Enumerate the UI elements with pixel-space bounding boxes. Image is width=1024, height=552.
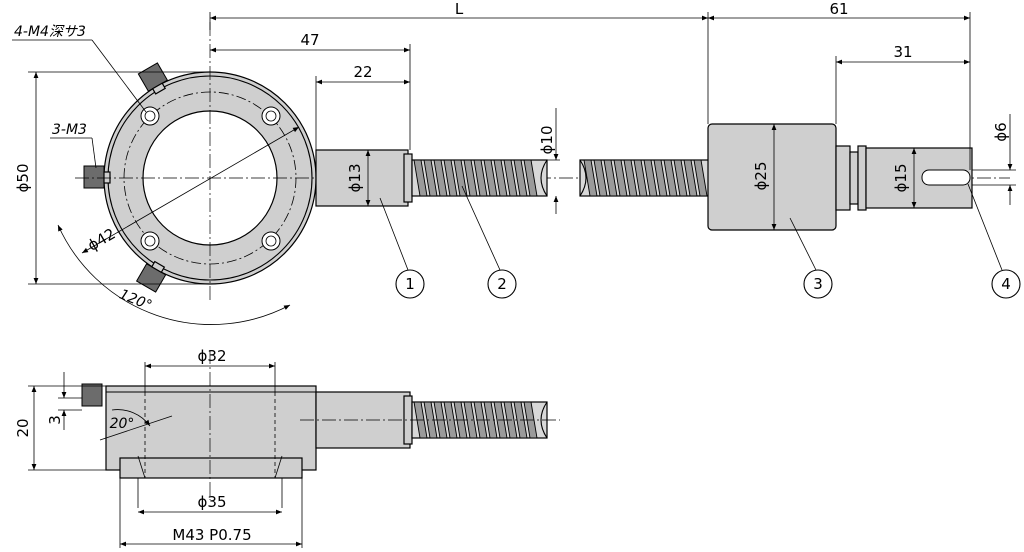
dim-phi10-label: ϕ10 [538,126,556,155]
part-balloons: 1 2 3 4 [379,183,1021,299]
dim-47-label: 47 [300,31,319,49]
part-4-tip [921,169,971,186]
spring-coil [443,159,458,197]
break-line [579,159,587,197]
dim-31-label: 31 [893,43,912,61]
spring-coil [693,159,708,197]
dim-phi35-label: ϕ35 [198,493,227,511]
spring-coil [423,401,438,439]
dim-phi25-label: ϕ25 [752,162,770,191]
spring-coil [463,159,478,197]
spring-coil [633,159,648,197]
dim-phi50-label: ϕ50 [14,164,32,193]
balloon-4: 4 [991,269,1021,299]
mounting-hole [140,231,160,251]
svg-text:1: 1 [405,275,415,293]
dim-phi42-label: ϕ42 [84,225,118,255]
spring-coil [613,159,628,197]
spring-coil [683,159,698,197]
dim-22-label: 22 [353,63,372,81]
part-1-sleeve [315,149,409,207]
dimensions-front: L 61 47 22 31 ϕ10 ϕ6 ϕ13 ϕ25 ϕ15 [12,0,1016,325]
dim-120-label: 120° [117,287,154,314]
spring-coil [423,159,438,197]
spring-coil [583,159,598,197]
svg-text:3: 3 [813,275,823,293]
dim-61-label: 61 [829,0,848,18]
spring-coil [473,159,488,197]
dim-3-label: 3 [46,415,64,425]
note-set-screws: 3-M3 [52,122,87,138]
spring-coil [503,159,518,197]
spring-coil [523,159,538,197]
dim-phi32-label: ϕ32 [198,347,227,365]
spring-coil [513,159,528,197]
break-line [540,159,548,197]
dimensions-side: ϕ32 ϕ35 M43 P0.75 20 3 20° [14,347,303,548]
balloon-1: 1 [395,269,425,299]
spring-coil [653,159,668,197]
part-3-body [707,123,837,231]
side-set-screw [81,383,103,407]
side-thread-section [119,457,303,479]
dim-phi15-label: ϕ15 [892,164,910,193]
svg-text:4: 4 [1001,275,1011,293]
spring-coil [673,159,688,197]
spring-coil [643,159,658,197]
spring-coil [623,159,638,197]
dim-20deg-label: 20° [110,416,135,432]
dim-L-label: L [455,0,464,18]
spring-coil [483,159,498,197]
spring-coil [463,401,478,439]
dim-phi6-label: ϕ6 [992,122,1010,141]
mounting-hole [140,106,160,126]
balloon-2: 2 [487,269,517,299]
mounting-hole [261,106,281,126]
spring-coil [483,401,498,439]
cable-assembly [315,123,973,231]
dim-thread-label: M43 P0.75 [172,526,251,544]
balloon-3: 3 [803,269,833,299]
dim-phi13-label: ϕ13 [346,164,364,193]
mounting-hole [261,231,281,251]
note-mounting-holes: 4-M4深サ3 [14,24,86,40]
spring-coil [453,159,468,197]
side-ring-body [105,385,317,471]
spring-coil [603,159,618,197]
spring-coil [493,159,508,197]
svg-text:2: 2 [497,275,507,293]
ring-head-front-view [81,62,317,293]
ring-head-side-view [81,350,560,500]
spring-coil [433,159,448,197]
spring-coil [663,159,678,197]
spring-coil [413,159,428,197]
part-3-neck [835,145,851,211]
set-screw [137,62,169,95]
dim-20-label: 20 [14,418,32,437]
spring-coil [593,159,608,197]
